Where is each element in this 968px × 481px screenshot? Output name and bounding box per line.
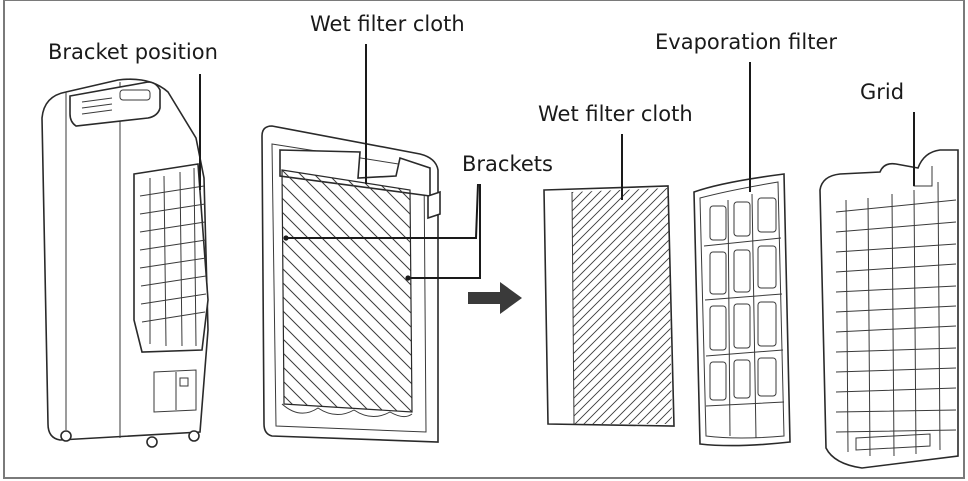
grid-part [819, 149, 959, 469]
diagram-frame [3, 0, 965, 479]
evaporation-filter-part [693, 173, 791, 447]
label-wet-filter-cloth-side: Wet filter cloth [538, 102, 693, 126]
leader-brackets-upper [286, 183, 479, 239]
label-wet-filter-cloth-top: Wet filter cloth [310, 12, 465, 36]
label-grid: Grid [860, 80, 905, 104]
filter-panel-assembled [261, 125, 441, 443]
label-bracket-position: Bracket position [48, 40, 218, 64]
label-brackets: Brackets [462, 152, 553, 176]
leader-brackets-lower [408, 184, 481, 279]
label-evaporation-filter: Evaporation filter [655, 30, 837, 54]
right-arrow-icon [468, 282, 522, 314]
wet-filter-cloth-part [543, 185, 675, 427]
air-cooler-unit [41, 78, 209, 448]
